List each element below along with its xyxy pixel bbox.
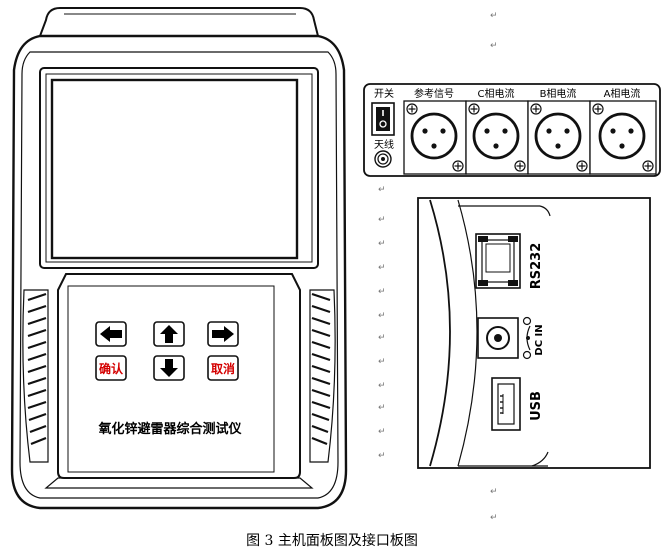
return-mark: ↵: [378, 333, 386, 343]
cancel-key-label: 取消: [211, 361, 235, 376]
return-mark: ↵: [378, 357, 386, 367]
left-arrow-button[interactable]: [95, 321, 127, 347]
arrow-right-icon: [212, 326, 234, 342]
usb-label: USB: [529, 391, 544, 421]
figure-caption: 图 3 主机面板图及接口板图: [246, 533, 418, 549]
confirm-button[interactable]: 确认: [95, 355, 127, 381]
cancel-button[interactable]: 取消: [207, 355, 239, 381]
return-mark: ↵: [378, 451, 386, 461]
connector-label-phase-c: C相电流: [478, 87, 515, 100]
power-switch[interactable]: [371, 102, 395, 136]
return-mark: ↵: [378, 427, 386, 437]
dc-in-label: DC IN: [534, 324, 545, 355]
return-mark: ↵: [378, 403, 386, 413]
confirm-key-label: 确认: [99, 361, 124, 376]
return-mark: ↵: [490, 11, 498, 21]
return-mark: ↵: [490, 487, 498, 497]
dc-polarity-icon: [522, 316, 532, 360]
connector-label-reference: 参考信号: [414, 87, 454, 100]
return-mark: ↵: [378, 381, 386, 391]
connector-panel: 开关 天线 参考信号 C相电流 B相电流 A相电流: [363, 83, 661, 177]
return-mark: ↵: [378, 311, 386, 321]
connector-phase-a[interactable]: [589, 100, 657, 175]
dc-power-jack[interactable]: [477, 317, 519, 359]
rs232-port[interactable]: [475, 233, 521, 289]
rs232-label: RS232: [529, 243, 544, 290]
power-switch-label: 开关: [374, 87, 394, 100]
arrow-up-icon: [160, 325, 178, 343]
connector-label-phase-a: A相电流: [604, 87, 641, 100]
return-mark: ↵: [378, 185, 386, 195]
up-arrow-button[interactable]: [153, 321, 185, 347]
left-grip: [22, 289, 49, 463]
arrow-down-icon: [160, 359, 178, 377]
down-arrow-button[interactable]: [153, 355, 185, 381]
lcd-screen: [50, 78, 299, 260]
return-mark: ↵: [490, 513, 498, 523]
antenna-jack[interactable]: [374, 150, 392, 168]
connector-phase-b[interactable]: [527, 100, 591, 175]
return-mark: ↵: [378, 215, 386, 225]
return-mark: ↵: [490, 41, 498, 51]
return-mark: ↵: [378, 239, 386, 249]
return-mark: ↵: [378, 263, 386, 273]
connector-phase-c[interactable]: [465, 100, 529, 175]
paragraph-marks: ↵ ↵ ↵ ↵ ↵ ↵ ↵ ↵ ↵ ↵ ↵ ↵ ↵ ↵ ↵ ↵: [378, 11, 498, 523]
device-name: 氧化锌避雷器综合测试仪: [97, 421, 242, 437]
connector-reference[interactable]: [403, 100, 467, 175]
side-interface-panel: RS232 DC IN USB: [417, 197, 651, 469]
right-arrow-button[interactable]: [207, 321, 239, 347]
connector-label-phase-b: B相电流: [540, 87, 577, 100]
device-front: 确认 取消 氧化锌避雷器综合测试仪: [10, 7, 348, 510]
return-mark: ↵: [378, 287, 386, 297]
arrow-left-icon: [100, 326, 122, 342]
right-grip: [309, 289, 336, 463]
usb-port[interactable]: [491, 377, 521, 431]
antenna-label: 天线: [374, 138, 394, 151]
